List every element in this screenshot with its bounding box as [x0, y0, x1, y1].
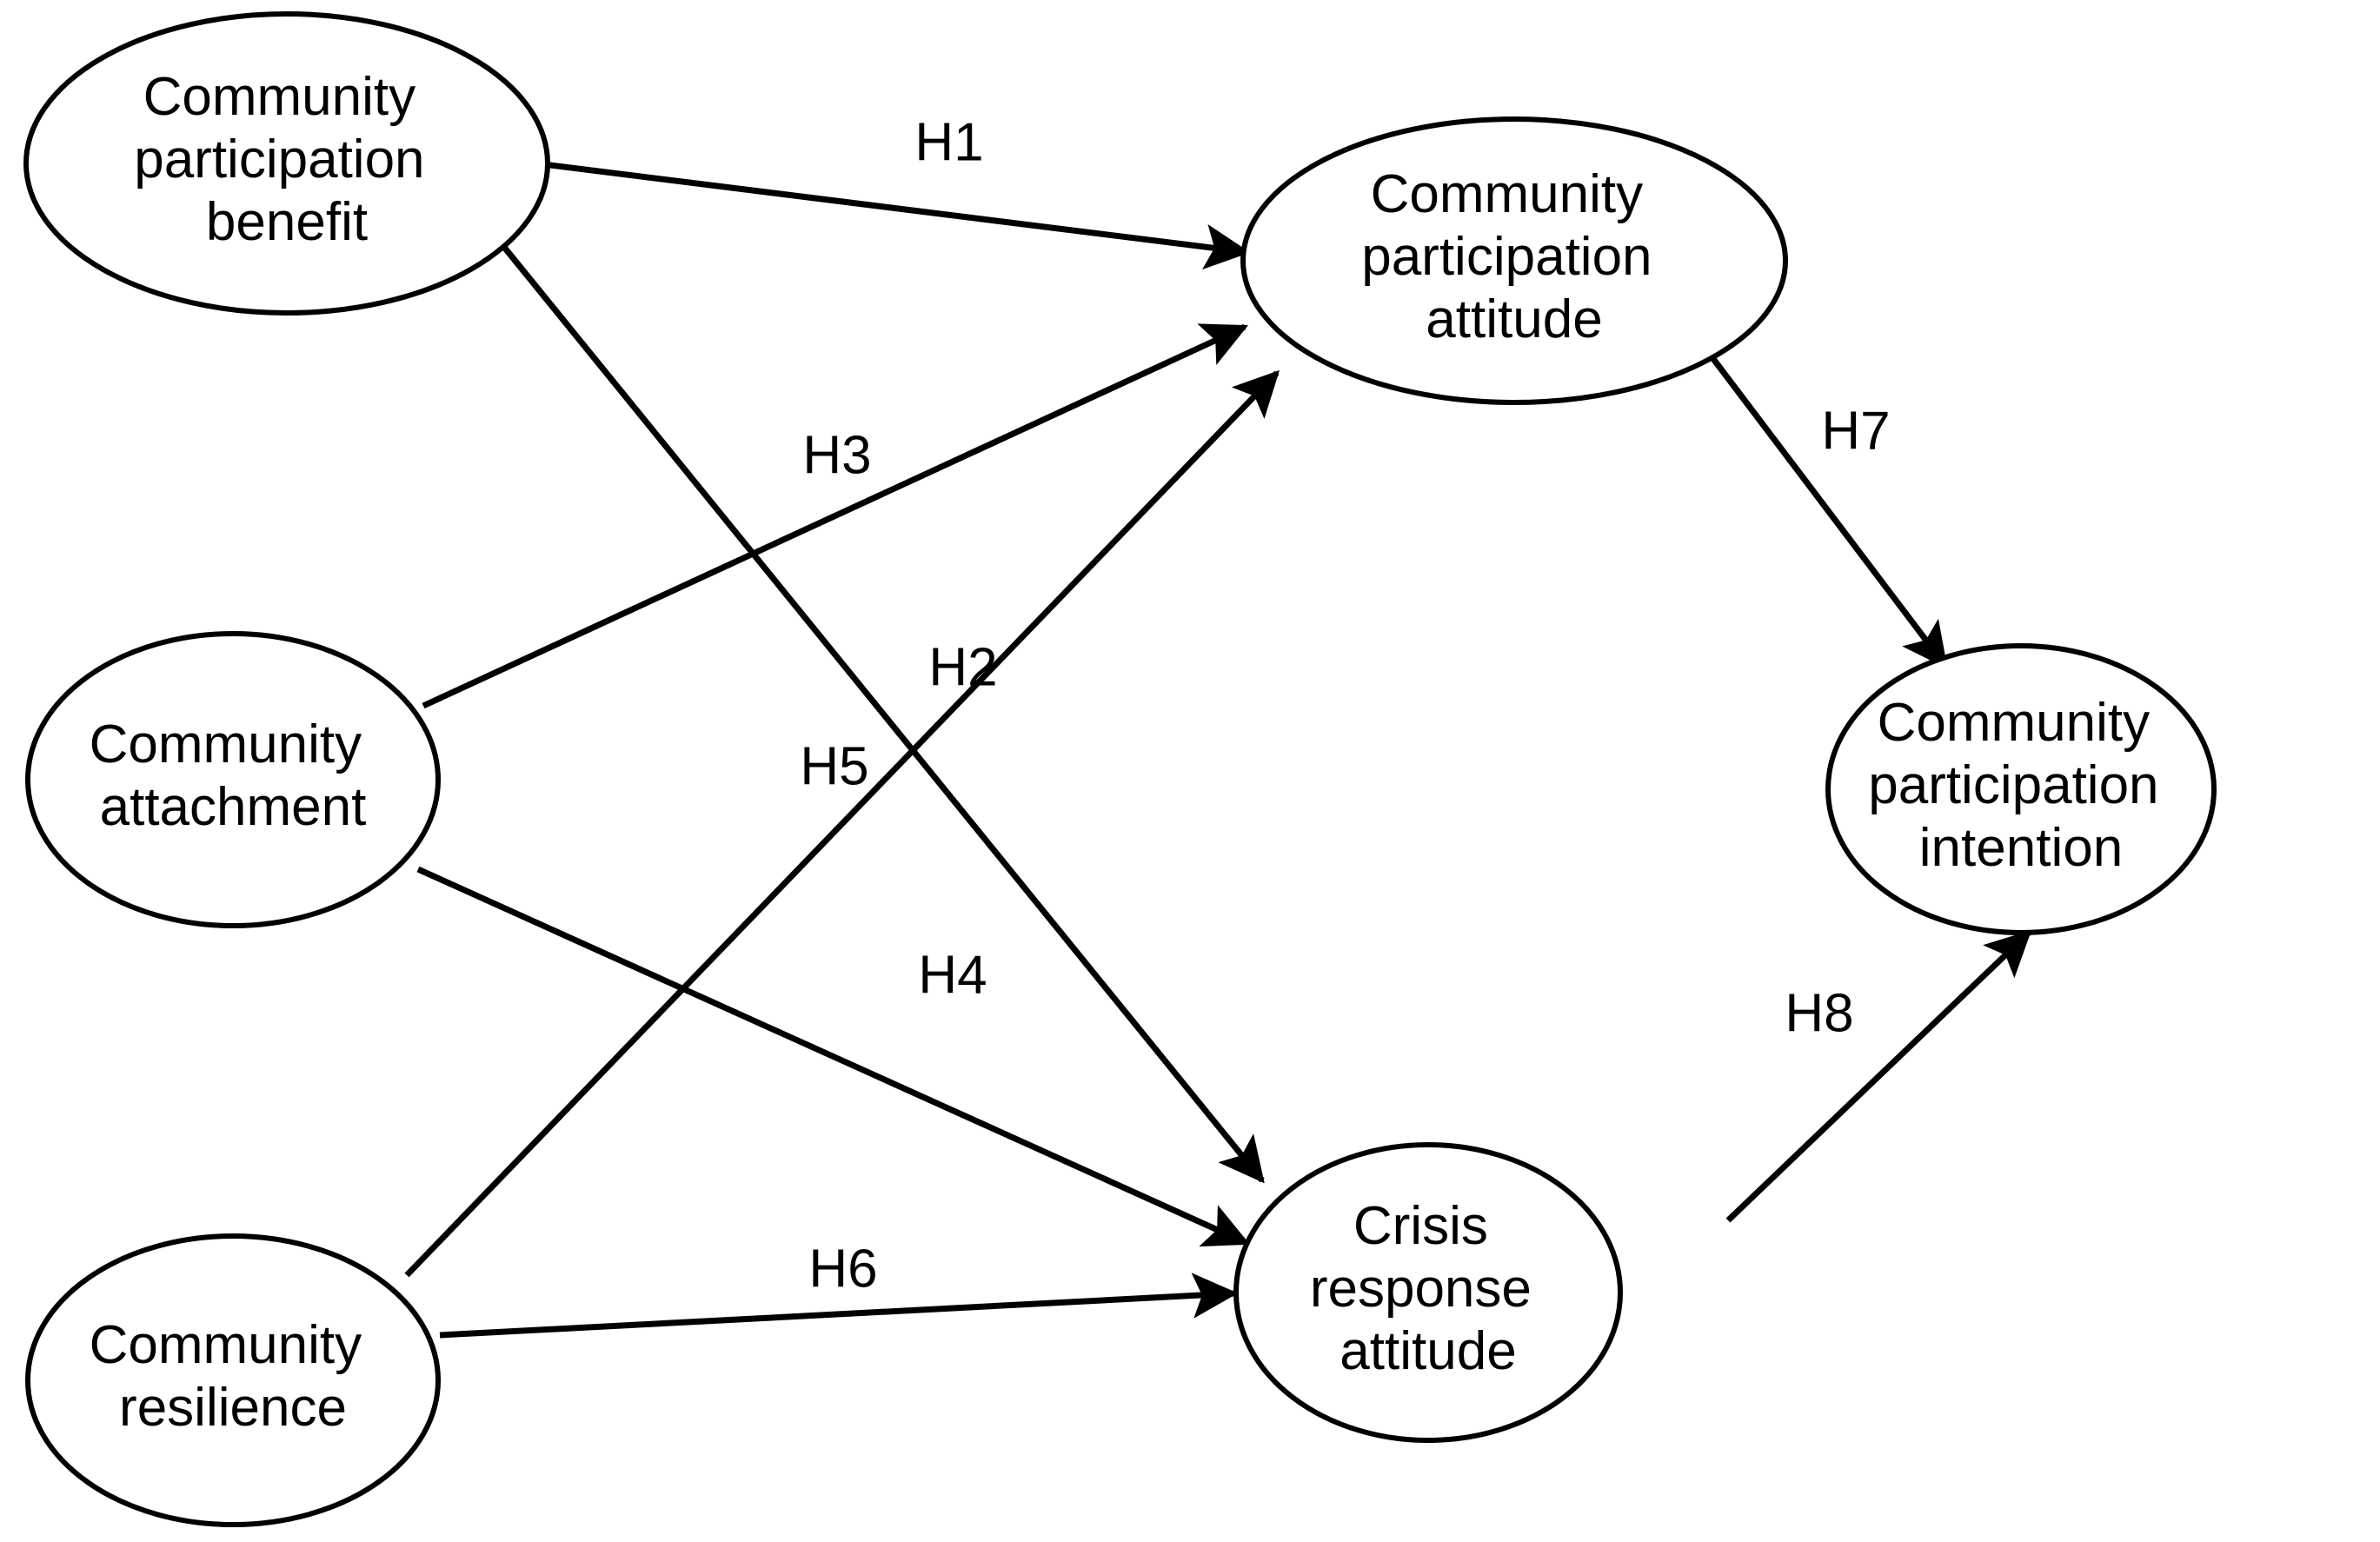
- node-resilience-line-0: Community: [90, 1315, 362, 1375]
- edge-h4-line: [416, 866, 1250, 1247]
- edge-h1-line: [542, 161, 1251, 270]
- node-intention[interactable]: Community participation intention: [1825, 643, 2217, 935]
- node-crisis-label: Crisis response attitude: [1310, 1196, 1546, 1381]
- node-attachment-line-1: attachment: [100, 777, 367, 837]
- node-attachment-ellipse[interactable]: [25, 631, 441, 928]
- node-benefit-label: Community participation benefit: [134, 67, 440, 252]
- node-attachment-line-0: Community: [90, 715, 362, 774]
- node-attitude[interactable]: Community participation attitude: [1240, 116, 1788, 405]
- edge-h3-line: [422, 323, 1248, 709]
- hypothesis-label-h6: H6: [808, 1239, 877, 1299]
- hypothesis-label-group: H1 H2 H3 H4 H5 H6 H7 H8: [800, 112, 1890, 1299]
- edge-h6-line: [439, 1273, 1239, 1339]
- node-attitude-line-2: attitude: [1426, 289, 1602, 349]
- hypothesis-label-h2: H2: [928, 637, 997, 697]
- node-attachment-label: Community attachment: [90, 715, 377, 837]
- hypothesis-label-h4: H4: [918, 945, 987, 1005]
- node-intention-label: Community participation intention: [1868, 693, 2174, 878]
- node-crisis-line-2: attitude: [1340, 1321, 1516, 1381]
- node-attitude-line-0: Community: [1371, 164, 1644, 224]
- node-resilience-ellipse[interactable]: [25, 1233, 441, 1527]
- node-crisis-line-1: response: [1310, 1259, 1532, 1319]
- node-attachment[interactable]: Community attachment: [25, 631, 441, 928]
- node-crisis-ellipse[interactable]: [1233, 1142, 1623, 1443]
- node-benefit-line-2: benefit: [206, 192, 368, 252]
- node-resilience[interactable]: Community resilience: [25, 1233, 441, 1527]
- node-intention-line-2: intention: [1919, 818, 2123, 878]
- hypothesis-label-h1: H1: [914, 112, 983, 172]
- hypothesis-label-h5: H5: [800, 736, 868, 796]
- node-resilience-label: Community resilience: [90, 1315, 377, 1438]
- node-benefit[interactable]: Community participation benefit: [23, 11, 550, 316]
- edge-h5-line: [404, 369, 1280, 1278]
- edge-h7-line: [1698, 339, 1948, 669]
- node-intention-ellipse[interactable]: [1825, 643, 2217, 935]
- hypothesis-label-h8: H8: [1785, 983, 1853, 1043]
- node-attitude-label: Community participation attitude: [1361, 164, 1667, 349]
- node-benefit-ellipse[interactable]: [23, 11, 550, 316]
- node-intention-line-0: Community: [1878, 693, 2151, 753]
- node-group: Community participation benefit Communit…: [23, 11, 2217, 1527]
- edge-h2-line: [496, 238, 1265, 1184]
- node-intention-line-1: participation: [1868, 755, 2158, 815]
- edge-h8-line: [1725, 929, 2032, 1223]
- node-crisis-line-0: Crisis: [1353, 1196, 1488, 1256]
- hypothesis-label-h3: H3: [802, 425, 871, 485]
- hypothesis-label-h7: H7: [1821, 401, 1890, 461]
- edge-group: [404, 161, 2032, 1339]
- node-benefit-line-0: Community: [143, 67, 416, 127]
- node-attitude-line-1: participation: [1361, 227, 1652, 287]
- node-resilience-line-1: resilience: [119, 1378, 347, 1438]
- node-crisis[interactable]: Crisis response attitude: [1233, 1142, 1623, 1443]
- node-attitude-ellipse[interactable]: [1240, 116, 1788, 405]
- node-benefit-line-1: participation: [134, 130, 424, 189]
